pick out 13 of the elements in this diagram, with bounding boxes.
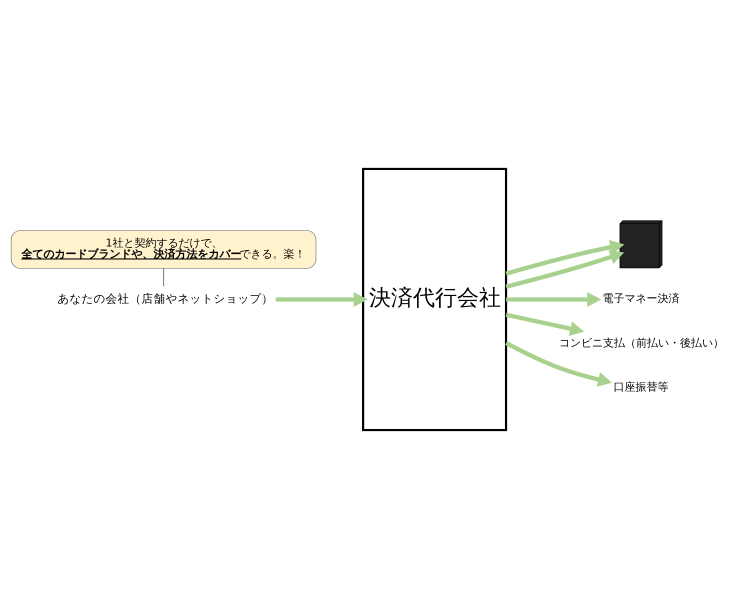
arrow: [506, 250, 624, 288]
connector: [163, 268, 164, 286]
arrow: [506, 239, 624, 276]
arrow: [506, 292, 602, 306]
arrow: [506, 312, 584, 336]
arrow: [505, 340, 612, 386]
node-box: 決済代行会社: [362, 167, 508, 431]
node-text: あなたの会社（店舗やネットショップ）: [57, 290, 274, 305]
node-box: 1社と契約するだけで、全てのカードブランドや、決済方法をカバーできる。楽！: [10, 230, 316, 268]
arrow: [276, 292, 368, 306]
node-text: 電子マネー決済: [602, 292, 680, 305]
node-text: 口座振替等: [613, 380, 668, 394]
node-text: コンビニ支払（前払い・後払い）: [559, 336, 724, 349]
